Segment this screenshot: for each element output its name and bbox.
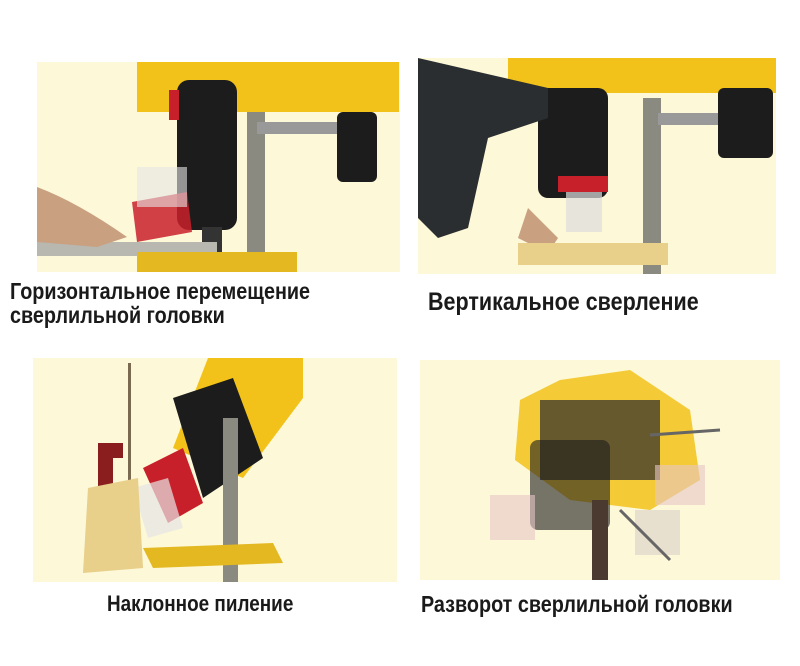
drill-press-illustration — [490, 370, 721, 580]
drill-press-illustration — [37, 62, 399, 272]
caption-tilt: Наклонное пиление — [107, 591, 294, 616]
photo-horizontal-movement — [37, 62, 400, 272]
photo-vertical-drilling — [418, 58, 776, 274]
caption-rotate: Разворот сверлильной головки — [421, 591, 733, 617]
caption-horizontal-line2: сверлильной головки — [10, 302, 225, 328]
drill-press-illustration — [418, 58, 776, 274]
photo-head-rotation — [420, 360, 780, 580]
caption-vertical: Вертикальное сверление — [428, 288, 699, 316]
photo-tilted-sawing — [33, 358, 397, 582]
caption-horizontal-line1: Горизонтальное перемещение — [10, 278, 311, 304]
drill-press-illustration — [83, 358, 303, 582]
